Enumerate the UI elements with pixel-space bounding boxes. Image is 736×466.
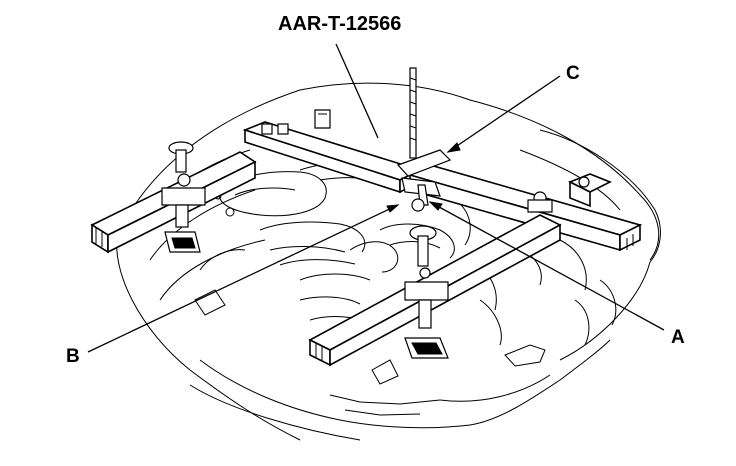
tool-number-label: AAR-T-12566 <box>278 13 401 35</box>
label-c: C <box>566 63 580 84</box>
engine-support-fixture <box>90 67 643 367</box>
label-b: B <box>66 346 80 367</box>
callout-tool-number: AAR-T-12566 <box>278 13 401 139</box>
label-a: A <box>671 327 685 348</box>
left-rear-bracket <box>314 109 331 129</box>
engine-compartment <box>116 82 661 441</box>
callout-b: B <box>66 204 400 367</box>
callout-c: C <box>446 63 580 153</box>
hook-bracket <box>396 149 452 212</box>
rear-support-beam <box>242 121 423 194</box>
right-mid-bolt <box>527 191 553 213</box>
callout-a: A <box>428 201 685 348</box>
left-adjuster <box>161 141 206 253</box>
right-front-adjuster <box>404 225 449 359</box>
right-rear-bracket <box>568 173 612 208</box>
threaded-rod <box>409 67 417 159</box>
